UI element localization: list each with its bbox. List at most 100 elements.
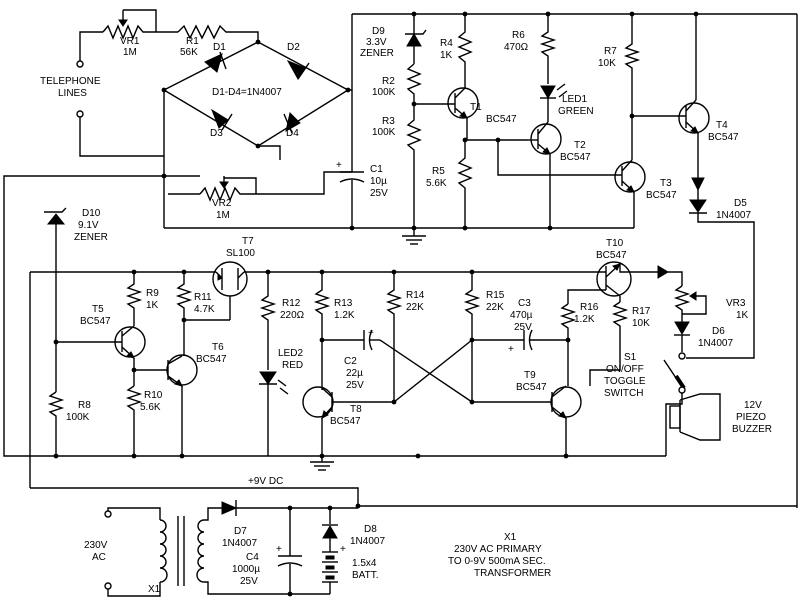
t9-value: BC547 [516, 382, 547, 393]
d7-value: 1N4007 [222, 538, 257, 549]
d1-diode [204, 53, 223, 73]
d10-val1: 9.1V [78, 220, 99, 231]
r9-ref: R9 [146, 288, 159, 299]
r17-resistor: R17 10K [589, 301, 651, 386]
t9-ref: T9 [524, 370, 536, 381]
telephone-line-input: TELEPHONE LINES [40, 31, 164, 157]
r10-resistor: R10 5.6K [125, 385, 163, 459]
c2-val2: 25V [346, 380, 364, 391]
t4-transistor: T4 BC547 [632, 14, 739, 178]
d6-value: 1N4007 [698, 338, 733, 349]
r15-value: 22K [486, 302, 504, 313]
r7-resistor: R7 10K [598, 14, 641, 160]
t7-ref: T7 [242, 236, 254, 247]
d9-ref: D9 [372, 26, 385, 37]
r16-value: 1.2K [574, 314, 595, 325]
r16-ref: R16 [580, 302, 599, 313]
d9-val1: 3.3V [366, 37, 387, 48]
r14-value: 22K [406, 302, 424, 313]
d7-ref: D7 [234, 526, 247, 537]
c1-capacitor: + C1 10µ 25V [336, 90, 388, 228]
dc-rail-label: +9V DC [248, 476, 283, 487]
t3-transistor: T3 BC547 [497, 140, 677, 228]
c3-val1: 470µ [510, 310, 533, 321]
s1-val1: ON/OFF [606, 364, 644, 375]
t5-ref: T5 [92, 304, 104, 315]
t7-transistor: T7 SL100 [184, 236, 255, 321]
r17-value: 10K [632, 318, 650, 329]
t10-value: BC547 [596, 250, 627, 261]
telephone-lines-label-1: TELEPHONE [40, 76, 101, 87]
t3-ref: T3 [660, 178, 672, 189]
c3-capacitor: + C3 470µ 25V [472, 298, 571, 355]
line-terminal-a [76, 60, 84, 68]
c3-ref: C3 [518, 298, 531, 309]
r16-resistor: R16 1.2K [559, 302, 599, 386]
ac-label-1: 230V [84, 540, 108, 551]
dc-9v-rail: +9V DC [30, 476, 797, 509]
t6-ref: T6 [212, 342, 224, 353]
battery-plus: + [340, 544, 346, 555]
r12-value: 220Ω [280, 310, 305, 321]
r8-resistor: R8 100K [47, 391, 91, 459]
cross-coupling [379, 339, 475, 405]
t5-value: BC547 [80, 316, 111, 327]
r6-resistor: R6 470Ω [504, 14, 557, 84]
d8-value: 1N4007 [350, 536, 385, 547]
r12-resistor: R12 220Ω [259, 272, 305, 370]
r1-value: 56K [180, 47, 198, 58]
d3-diode [210, 108, 229, 129]
x1-ref: X1 [148, 584, 161, 595]
led1-value: GREEN [558, 106, 594, 117]
transformer-note: X1 230V AC PRIMARY TO 0-9V 500mA SEC. TR… [448, 532, 551, 579]
d4-label: D4 [286, 128, 299, 139]
x1-note-2: 230V AC PRIMARY [454, 544, 542, 555]
d10-zener: D10 9.1V ZENER [44, 207, 108, 392]
t2-transistor: T2 BC547 [528, 121, 591, 228]
r13-value: 1.2K [334, 310, 355, 321]
d6-ref: D6 [712, 326, 725, 337]
vr1-ref: VR1 [120, 36, 140, 47]
led1-green: LED1 GREEN [540, 83, 594, 122]
s1-toggle-switch: S1 ON/OFF TOGGLE SWITCH [604, 352, 686, 430]
c1-val1: 10µ [370, 176, 387, 187]
r11-resistor: R11 4.7K [175, 269, 215, 356]
t7-value: SL100 [226, 248, 255, 259]
x1-note-4: TRANSFORMER [474, 568, 551, 579]
r2-resistor: R2 100K [372, 63, 422, 107]
r11-ref: R11 [194, 292, 212, 303]
t2-ref: T2 [574, 140, 586, 151]
x1-note-1: X1 [504, 532, 517, 543]
c1-ref: C1 [370, 164, 383, 175]
s1-ref: S1 [624, 352, 637, 363]
t2-value: BC547 [560, 152, 591, 163]
t1-ref: T1 [470, 102, 482, 113]
c4-val2: 25V [240, 576, 258, 587]
r7-ref: R7 [604, 46, 617, 57]
vr3-potentiometer: VR3 1K [673, 285, 749, 322]
r13-ref: R13 [334, 298, 353, 309]
r9-resistor: R9 1K [125, 272, 159, 326]
d1-label: D1 [213, 42, 226, 53]
buzzer-label-1: 12V [744, 400, 762, 411]
c3-val2: 25V [514, 322, 532, 333]
d10-ref: D10 [82, 208, 101, 219]
t1-transistor: T1 BC547 [414, 87, 517, 125]
r12-ref: R12 [282, 298, 301, 309]
led2-value: RED [282, 360, 303, 371]
r8-ref: R8 [78, 400, 91, 411]
battery-label-1: 1.5x4 [352, 558, 377, 569]
r10-value: 5.6K [140, 402, 161, 413]
r1-resistor: R1 56K [177, 24, 259, 58]
vr2-potentiometer: VR2 1M [161, 171, 352, 221]
t6-transistor: T6 BC547 [166, 342, 227, 459]
vr2-value: 1M [216, 210, 230, 221]
battery-pack: + 1.5x4 BATT. [322, 544, 378, 594]
bridge-rectifier: D1 D2 D3 D4 D1-D4=1N4007 [161, 14, 353, 228]
r10-ref: R10 [144, 390, 163, 401]
ac-input: 230V AC [84, 507, 161, 597]
vr3-ref: VR3 [726, 298, 746, 309]
c1-plus: + [336, 160, 342, 171]
d6-diode: D6 1N4007 [674, 321, 733, 360]
